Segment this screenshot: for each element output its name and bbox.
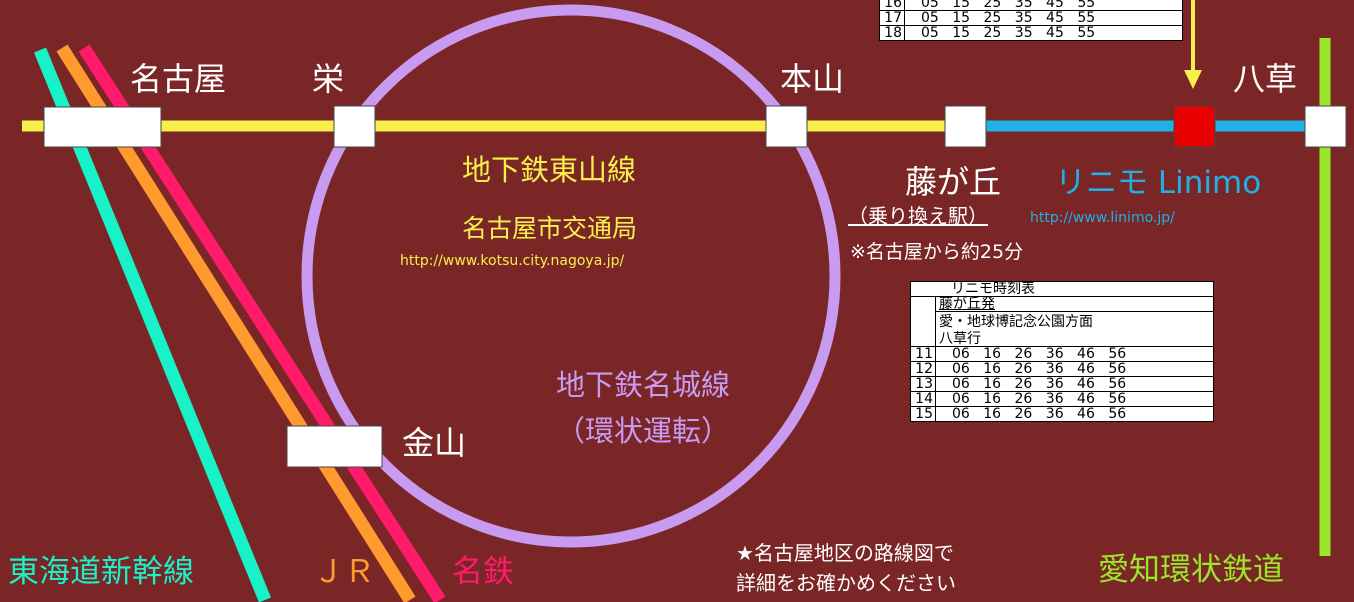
sakae-station-marker bbox=[333, 105, 376, 148]
transfer-label: （乗り換え駅） bbox=[848, 204, 988, 228]
hour-cell: 15 bbox=[910, 406, 936, 422]
nagoya-station-marker bbox=[43, 106, 162, 148]
linimo-line-label: リニモ Linimo bbox=[1055, 165, 1262, 201]
table-row: 16 05 15 25 35 45 55 bbox=[879, 0, 1183, 11]
station-motoyama-label: 本山 bbox=[780, 60, 845, 98]
table-row: 13 06 16 26 36 46 56 bbox=[910, 376, 1214, 392]
hour-cell: 18 bbox=[879, 25, 905, 41]
timetable-destination: 八草行 bbox=[935, 332, 1214, 347]
station-sakae-label: 栄 bbox=[312, 60, 345, 98]
minutes-cell: 05 15 25 35 45 55 bbox=[904, 25, 1183, 41]
minutes-cell: 06 16 26 36 46 56 bbox=[935, 361, 1214, 377]
operator-name: 名古屋市交通局 bbox=[462, 214, 638, 243]
meijo-line-label: 地下鉄名城線 bbox=[556, 368, 731, 402]
table-row: 11 06 16 26 36 46 56 bbox=[910, 346, 1214, 362]
time-note: ※名古屋から約25分 bbox=[850, 241, 1024, 263]
fujigaoka-station-marker bbox=[944, 105, 987, 148]
table-row: リニモ時刻表 bbox=[910, 281, 1214, 297]
hour-cell: 17 bbox=[879, 10, 905, 26]
aichi-loop-station-marker bbox=[1304, 105, 1347, 148]
top-timetable: 16 05 15 25 35 45 55 17 05 15 25 35 45 5… bbox=[879, 0, 1183, 41]
minutes-cell: 06 16 26 36 46 56 bbox=[935, 406, 1214, 422]
table-row: 18 05 15 25 35 45 55 bbox=[879, 25, 1183, 41]
table-row: 15 06 16 26 36 46 56 bbox=[910, 406, 1214, 422]
operator-url[interactable]: http://www.kotsu.city.nagoya.jp/ bbox=[400, 253, 625, 269]
hour-cell: 11 bbox=[910, 346, 936, 362]
table-row: 14 06 16 26 36 46 56 bbox=[910, 391, 1214, 407]
table-row: 17 05 15 25 35 45 55 bbox=[879, 10, 1183, 26]
minutes-cell: 05 15 25 35 45 55 bbox=[904, 0, 1183, 11]
minutes-cell: 05 15 25 35 45 55 bbox=[904, 10, 1183, 26]
hour-cell: 14 bbox=[910, 391, 936, 407]
timetable-depart: 藤が丘発 bbox=[935, 296, 1214, 312]
meitetsu-label: 名鉄 bbox=[452, 554, 514, 590]
shinkansen-label: 東海道新幹線 bbox=[8, 554, 194, 590]
meijo-line-sublabel: （環状運転） bbox=[556, 414, 731, 448]
station-yakusa-label: 八草 bbox=[1233, 60, 1298, 98]
yakusa-marker bbox=[1173, 105, 1216, 148]
higashiyama-line-label: 地下鉄東山線 bbox=[462, 153, 637, 187]
linimo-timetable: リニモ時刻表 藤が丘発 愛・地球博記念公園方面 八草行 11 06 16 26 … bbox=[910, 281, 1214, 422]
aichi-loop-label: 愛知環状鉄道 bbox=[1098, 552, 1284, 588]
table-row: 愛・地球博記念公園方面 bbox=[911, 311, 1214, 332]
minutes-cell: 06 16 26 36 46 56 bbox=[935, 391, 1214, 407]
hour-cell: 16 bbox=[879, 0, 905, 11]
timetable-title: リニモ時刻表 bbox=[910, 281, 1214, 297]
table-row: 12 06 16 26 36 46 56 bbox=[910, 361, 1214, 377]
jr-label: ＪＲ bbox=[313, 554, 375, 590]
timetable-direction: 愛・地球博記念公園方面 bbox=[935, 311, 1214, 332]
arrow-head bbox=[1184, 70, 1202, 89]
motoyama-station-marker bbox=[765, 105, 808, 148]
meijo-loop-line bbox=[301, 4, 841, 548]
table-row: 藤が丘発 bbox=[910, 296, 1214, 347]
table-row: 八草行 bbox=[911, 332, 1214, 347]
minutes-cell: 06 16 26 36 46 56 bbox=[935, 376, 1214, 392]
station-fujigaoka-label: 藤が丘 bbox=[905, 163, 1002, 201]
station-kanayama-label: 金山 bbox=[402, 424, 467, 462]
station-nagoya-label: 名古屋 bbox=[130, 60, 227, 98]
footer-note-line2: 詳細をお確かめください bbox=[736, 571, 956, 595]
kanayama-station-marker bbox=[286, 425, 383, 468]
hour-cell: 13 bbox=[910, 376, 936, 392]
linimo-url[interactable]: http://www.linimo.jp/ bbox=[1030, 210, 1175, 226]
minutes-cell: 06 16 26 36 46 56 bbox=[935, 346, 1214, 362]
hour-cell: 12 bbox=[910, 361, 936, 377]
footer-note-line1: ★名古屋地区の路線図で bbox=[736, 541, 954, 565]
